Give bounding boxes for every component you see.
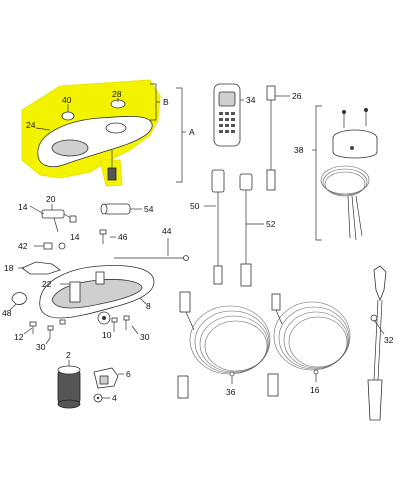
bracket-a: A [176, 87, 195, 183]
bracket-a-label: A [189, 127, 195, 137]
callout-30-a: 30 [36, 342, 46, 352]
callout-30-b: 30 [140, 332, 150, 342]
callout-44: 44 [162, 226, 172, 236]
callout-24: 24 [26, 120, 36, 130]
lens-window [51, 139, 89, 157]
callout-16: 16 [310, 385, 320, 395]
callout-10: 10 [102, 330, 112, 340]
callout-14-a: 14 [18, 202, 28, 212]
screw-46[interactable] [99, 229, 116, 244]
fuse-holder-54[interactable] [100, 203, 142, 215]
callout-40: 40 [62, 95, 72, 105]
callout-12: 12 [14, 332, 24, 342]
cable-26[interactable] [266, 85, 276, 191]
callout-2: 2 [66, 350, 71, 360]
callout-20: 20 [46, 194, 56, 204]
callout-6: 6 [126, 369, 131, 379]
cable-50[interactable] [211, 169, 225, 285]
bracket-b-label: B [163, 97, 169, 107]
bracket-b: B [150, 83, 169, 121]
camera-38-assembly[interactable] [312, 105, 378, 241]
coiled-cable-16[interactable] [267, 293, 351, 397]
clip-18[interactable] [18, 261, 61, 275]
callout-34: 34 [246, 95, 256, 105]
connector-42[interactable] [34, 242, 66, 250]
callout-46: 46 [118, 232, 128, 242]
callout-8: 8 [146, 301, 151, 311]
highlighted-housing-assembly[interactable] [21, 79, 161, 187]
part-40-cap [61, 111, 75, 121]
callout-42: 42 [18, 241, 28, 251]
screws-12-30-10[interactable] [29, 315, 139, 338]
callout-14-b: 14 [70, 232, 80, 242]
callout-18: 18 [4, 263, 14, 273]
bracket-48[interactable] [9, 292, 27, 311]
base-plate-assembly[interactable] [39, 265, 155, 325]
washer-4[interactable] [93, 393, 103, 403]
rod-44[interactable] [114, 238, 189, 261]
fitting-6[interactable] [93, 367, 119, 389]
cable-52[interactable] [239, 173, 253, 287]
switch-harness-20[interactable] [29, 205, 77, 233]
callout-32: 32 [384, 335, 394, 345]
callout-54: 54 [144, 204, 154, 214]
coiled-cable-36[interactable] [177, 291, 271, 399]
callout-52: 52 [266, 219, 276, 229]
callout-36: 36 [226, 387, 236, 397]
callout-28: 28 [112, 89, 122, 99]
callout-layer: 40 28 24 34 26 38 14 20 14 54 50 52 46 4… [2, 89, 394, 403]
callout-4: 4 [112, 393, 117, 403]
remote-control[interactable] [213, 83, 244, 147]
callout-22: 22 [42, 279, 52, 289]
callout-26: 26 [292, 91, 302, 101]
callout-50: 50 [190, 201, 200, 211]
tow-strap-32[interactable] [367, 265, 387, 421]
callout-48: 48 [2, 308, 12, 318]
callout-38: 38 [294, 145, 304, 155]
motor-2[interactable] [57, 360, 81, 409]
